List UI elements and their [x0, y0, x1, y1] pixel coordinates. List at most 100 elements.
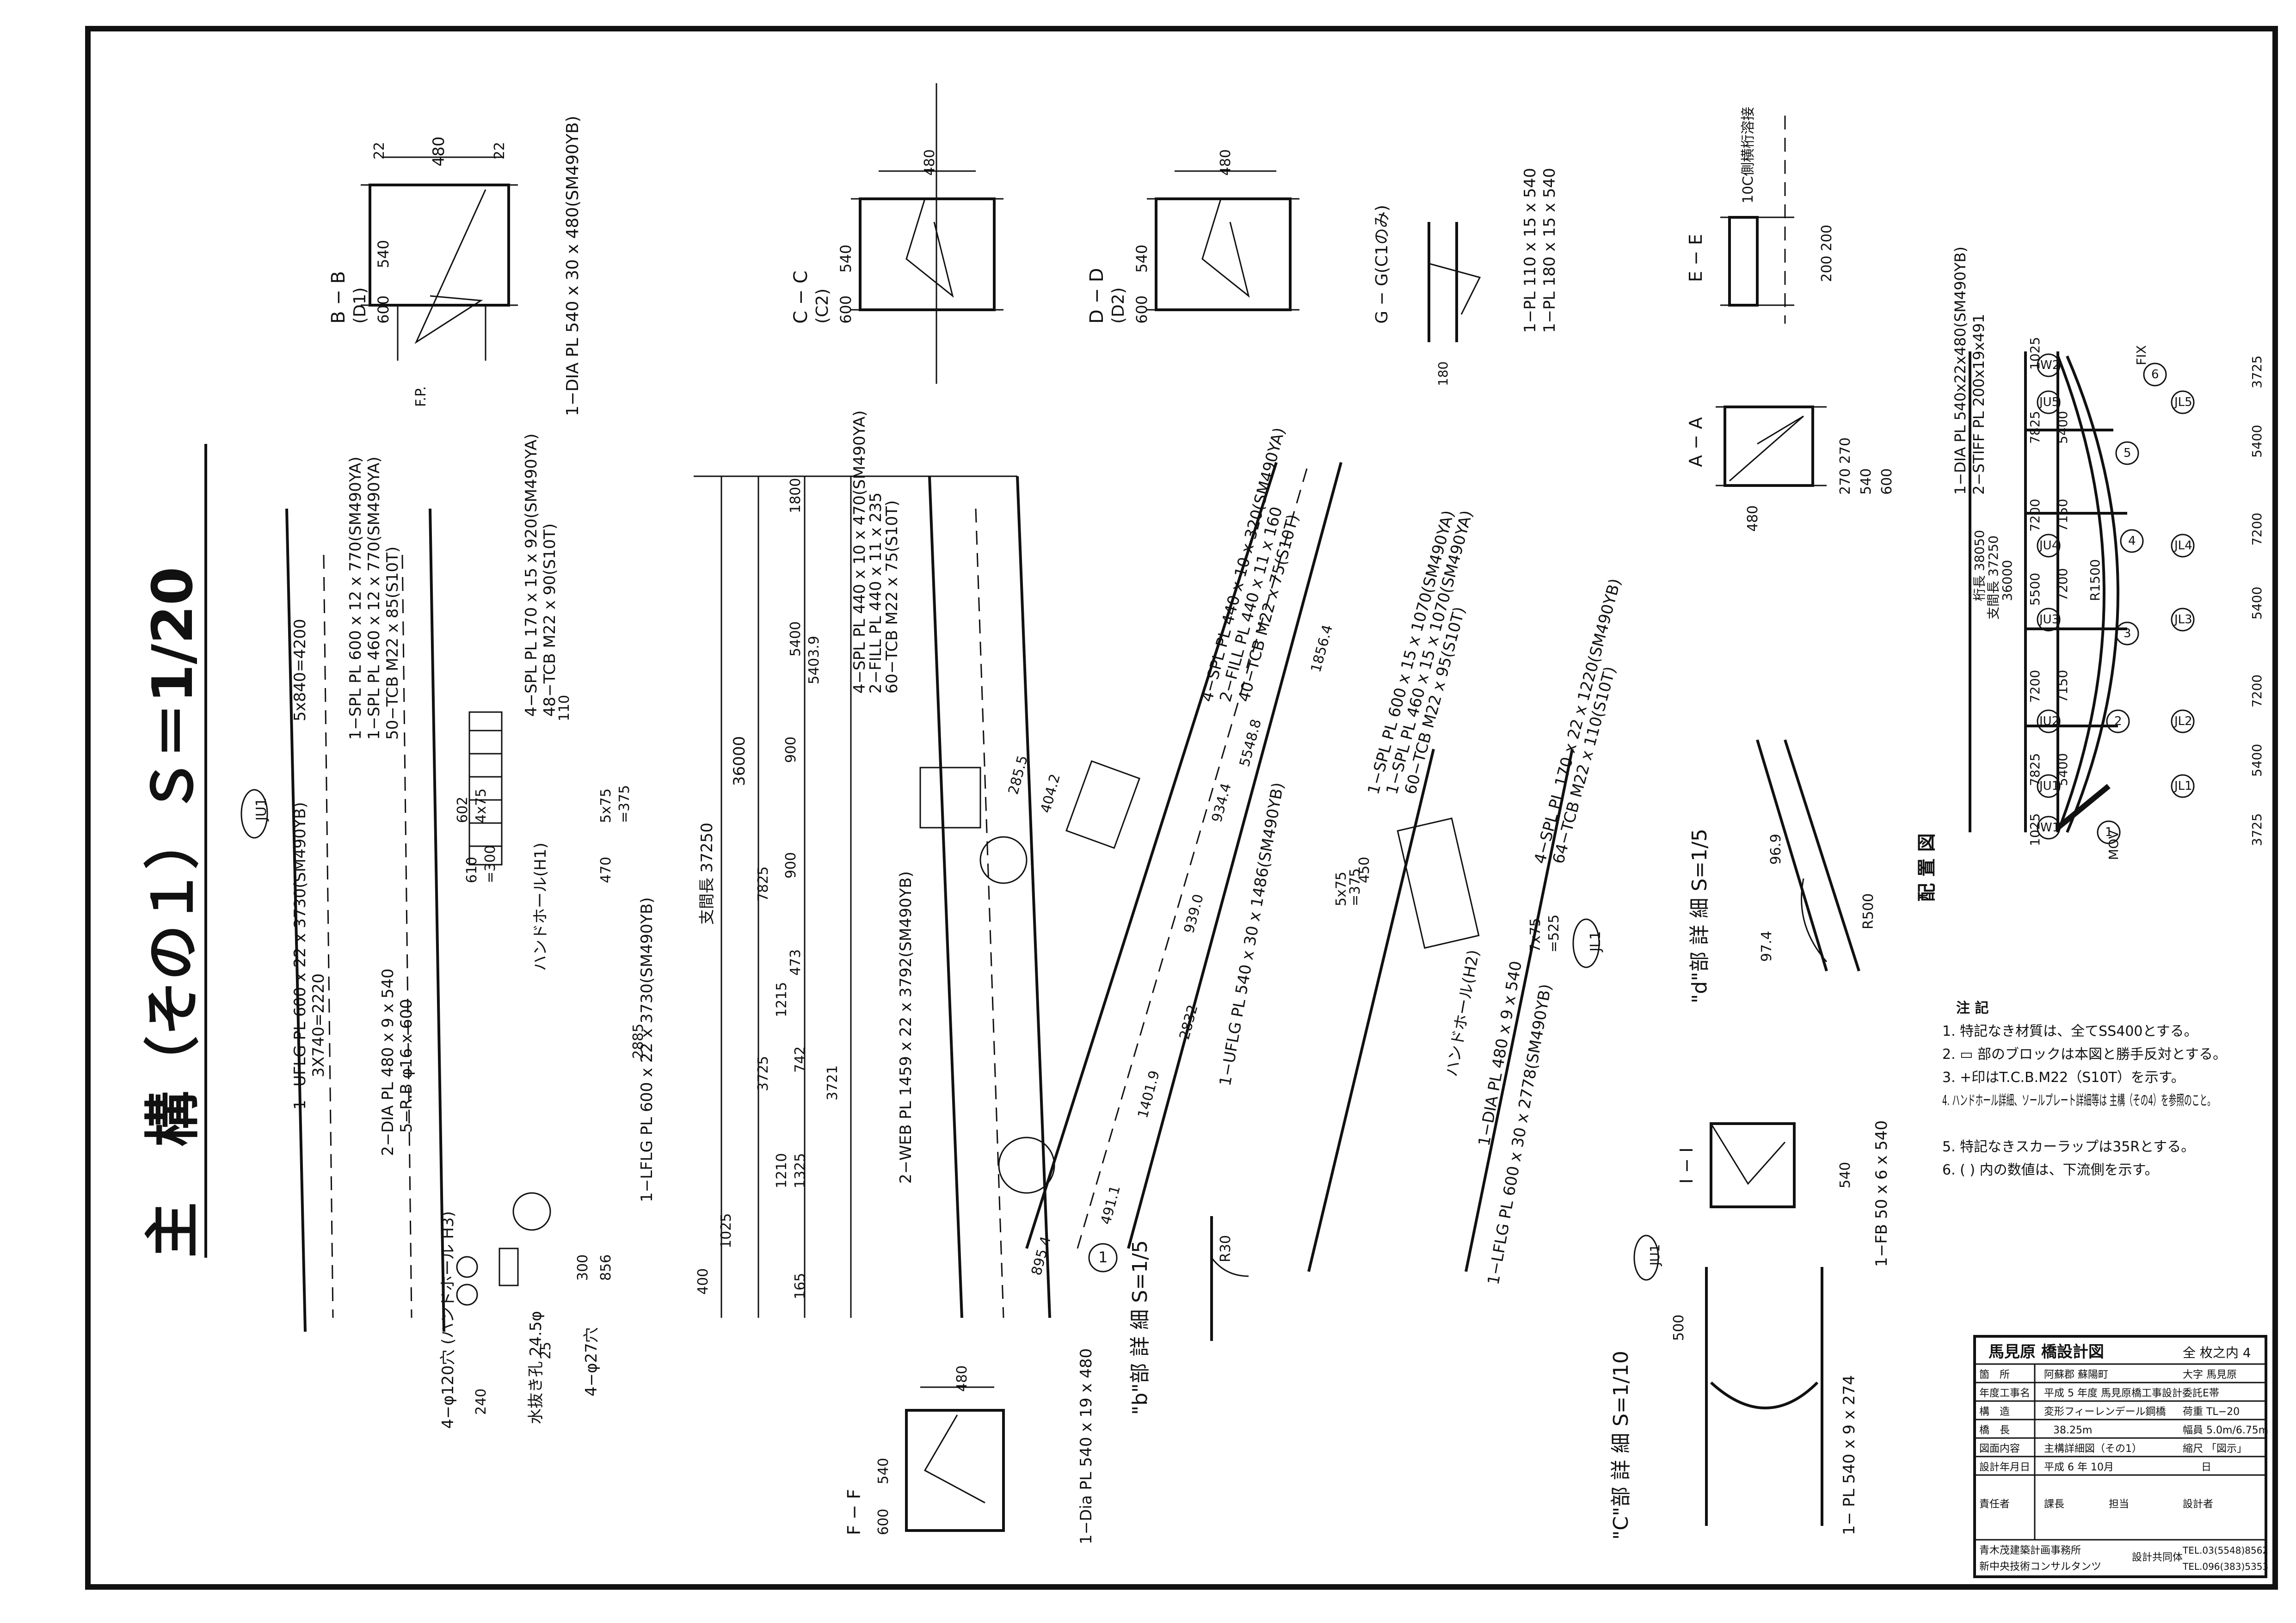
svg-text:742: 742: [792, 1046, 808, 1073]
svg-text:895.4: 895.4: [1028, 1235, 1054, 1277]
svg-text:540: 540: [1858, 468, 1874, 495]
svg-text:JU4: JU4: [2038, 539, 2059, 553]
svg-text:2−DIA PL 480 x 9 x 540: 2−DIA PL 480 x 9 x 540: [379, 968, 397, 1156]
svg-text:1: 1: [2105, 825, 2113, 839]
svg-text:939.0: 939.0: [1181, 892, 1207, 935]
svg-text:165: 165: [792, 1273, 808, 1299]
svg-text:桁長 38050: 桁長 38050: [1972, 530, 1987, 601]
svg-text:4−SPL PL 440 x 10 x 470(SM490Y: 4−SPL PL 440 x 10 x 470(SM490YA): [850, 411, 869, 694]
svg-text:600: 600: [375, 295, 392, 324]
svg-text:幅員 5.0m/6.75m: 幅員 5.0m/6.75m: [2183, 1425, 2268, 1436]
svg-text:602: 602: [455, 797, 471, 823]
bb-dia-label: 1−DIA PL 540 x 30 x 480(SM490YB): [563, 116, 582, 416]
svg-text:平成 5 年度 馬見原橋工事設計委託E帯: 平成 5 年度 馬見原橋工事設計委託E帯: [2044, 1388, 2219, 1399]
svg-text:2832: 2832: [1176, 1003, 1201, 1041]
svg-text:404.2: 404.2: [1038, 772, 1064, 815]
dd-title: D − D: [1086, 268, 1108, 324]
svg-text:48−TCB M22 x 90(S10T): 48−TCB M22 x 90(S10T): [541, 523, 559, 717]
svg-text:2. ▭ 部のブロックは本図と勝手反対とする。: 2. ▭ 部のブロックは本図と勝手反対とする。: [1942, 1046, 2227, 1063]
svg-text:5x75: 5x75: [1333, 872, 1349, 906]
svg-text:=300: =300: [482, 845, 499, 883]
svg-text:540: 540: [837, 245, 855, 273]
section-ee: 10C側横桁溶接 E − E 200 200: [1686, 107, 1835, 324]
svg-text:5400: 5400: [2249, 587, 2265, 620]
ff-title: F − F: [844, 1489, 864, 1535]
section-ii: I − I 540 1−FB 50 x 6 x 540: [1676, 1120, 1891, 1267]
svg-text:3725: 3725: [2249, 813, 2265, 846]
svg-text:JL1: JL1: [1588, 931, 1604, 953]
svg-text:1210: 1210: [774, 1153, 790, 1188]
svg-text:担当: 担当: [2109, 1499, 2129, 1510]
cc-title: C − C: [790, 270, 812, 324]
ii-title: I − I: [1676, 1148, 1697, 1184]
svg-text:7200: 7200: [2027, 499, 2043, 532]
svg-text:856: 856: [598, 1254, 614, 1281]
svg-text:JU1: JU1: [2038, 779, 2059, 793]
svg-text:285.5: 285.5: [1005, 754, 1031, 796]
svg-text:2: 2: [2114, 714, 2122, 728]
svg-text:荷重 TL−20: 荷重 TL−20: [2183, 1406, 2240, 1418]
svg-text:7150: 7150: [2055, 499, 2070, 532]
svg-text:3: 3: [2124, 627, 2131, 640]
svg-text:1401.9: 1401.9: [1135, 1069, 1163, 1120]
svg-text:50−TCB M22 x 85(S10T): 50−TCB M22 x 85(S10T): [383, 547, 402, 740]
notes-title: 注 記: [1956, 1000, 1988, 1016]
svg-text:4: 4: [2128, 534, 2136, 548]
svg-text:7150: 7150: [2055, 670, 2070, 703]
svg-text:3721: 3721: [825, 1065, 841, 1100]
svg-text:1−LFLG PL 600 x 22 x 3730(SM49: 1−LFLG PL 600 x 22 x 3730(SM490YB): [638, 897, 656, 1202]
svg-text:6: 6: [2151, 368, 2159, 381]
svg-text:480: 480: [954, 1365, 970, 1392]
svg-text:934.4: 934.4: [1209, 781, 1235, 824]
svg-text:JL5: JL5: [2173, 395, 2192, 409]
main-title: 主 構（その１）Ｓ＝1/20: [141, 567, 205, 1258]
svg-text:新中央技術コンサルタンツ: 新中央技術コンサルタンツ: [1979, 1561, 2101, 1573]
svg-text:W2: W2: [2040, 358, 2060, 372]
svg-text:22: 22: [492, 142, 508, 160]
svg-text:(D2): (D2): [1109, 287, 1128, 324]
svg-text:図面内容: 図面内容: [1979, 1443, 2020, 1455]
svg-text:3. +印はT.C.B.M22（S10T）を示す。: 3. +印はT.C.B.M22（S10T）を示す。: [1942, 1070, 2185, 1086]
svg-text:110: 110: [556, 695, 572, 721]
svg-text:TEL.096(383)5353: TEL.096(383)5353: [2182, 1561, 2268, 1572]
svg-text:1325: 1325: [792, 1153, 808, 1188]
svg-text:5400: 5400: [2249, 744, 2265, 777]
svg-text:3725: 3725: [755, 1056, 771, 1091]
svg-text:240: 240: [473, 1389, 489, 1415]
svg-text:7x75: 7x75: [1527, 918, 1544, 953]
svg-text:491.1: 491.1: [1098, 1184, 1124, 1226]
svg-text:7200: 7200: [2249, 675, 2265, 707]
svg-text:構 造: 構 造: [1979, 1406, 2010, 1418]
svg-text:450: 450: [1356, 857, 1373, 883]
svg-text:60−TCB M22 x 75(S10T): 60−TCB M22 x 75(S10T): [883, 500, 901, 694]
svg-text:年度工事名: 年度工事名: [1979, 1388, 2030, 1399]
svg-text:青木茂建築計画事務所: 青木茂建築計画事務所: [1979, 1545, 2081, 1556]
svg-text:1−UFLG PL 540 x 30 x 1486(SM49: 1−UFLG PL 540 x 30 x 1486(SM490YB): [1216, 781, 1287, 1087]
section-aa: A − A 270 270 540 600 480: [1686, 406, 1895, 532]
svg-text:470: 470: [598, 857, 614, 883]
ju1-tag: [240, 789, 268, 839]
c-detail-title: "C"部 詳 細 S=1/10: [1609, 1351, 1633, 1540]
svg-text:1−PL 110 x 15 x 540: 1−PL 110 x 15 x 540: [1521, 168, 1539, 333]
svg-text:36000: 36000: [2000, 560, 2015, 601]
svg-text:平成 6 年 10月: 平成 6 年 10月: [2044, 1462, 2114, 1473]
svg-text:480: 480: [1745, 505, 1761, 532]
svg-text:JU3: JU3: [2038, 613, 2059, 627]
svg-text:480: 480: [430, 136, 448, 166]
svg-text:97.4: 97.4: [1759, 931, 1775, 962]
svg-text:5400: 5400: [2055, 753, 2070, 786]
svg-text:設計年月日: 設計年月日: [1979, 1462, 2030, 1473]
svg-text:1−Dia PL 540 x 19 x 480: 1−Dia PL 540 x 19 x 480: [1077, 1348, 1096, 1544]
svg-text:MOV: MOV: [2106, 830, 2121, 860]
svg-text:400: 400: [695, 1268, 711, 1295]
svg-text:6. ( ) 内の数値は、下流側を示す。: 6. ( ) 内の数値は、下流側を示す。: [1942, 1162, 2159, 1178]
svg-text:900: 900: [783, 852, 799, 879]
svg-text:5403.9: 5403.9: [806, 636, 822, 684]
section-dd: 480 D − D (D2) 600 540: [1086, 149, 1299, 324]
svg-text:270 270: 270 270: [1837, 437, 1853, 495]
svg-text:7825: 7825: [755, 867, 771, 902]
d-detail-title: "d"部 詳 細 S=1/5: [1688, 829, 1711, 1003]
svg-text:5: 5: [2124, 446, 2131, 460]
svg-text:=375: =375: [616, 785, 633, 823]
